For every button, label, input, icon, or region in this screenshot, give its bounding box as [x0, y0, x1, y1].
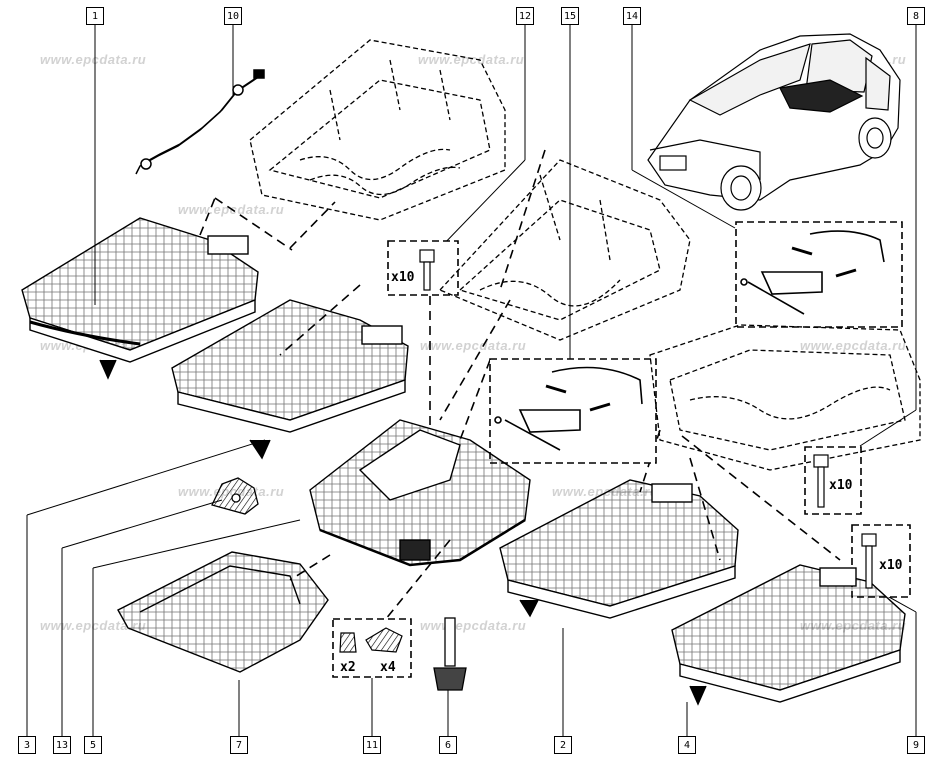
bracket-part-13 — [211, 477, 259, 515]
callout-11[interactable]: 11 — [363, 736, 381, 754]
bolt-icon — [861, 533, 877, 589]
callout-7[interactable]: 7 — [230, 736, 248, 754]
cable-part-10 — [135, 69, 265, 175]
spring-kit-15 — [494, 366, 643, 451]
seat-rail-assembly-middle — [171, 299, 409, 460]
watermark: www.epcdata.ru — [800, 338, 907, 353]
callout-3[interactable]: 3 — [18, 736, 36, 754]
bolt-icon — [813, 454, 829, 508]
seat-frame-outline-right — [649, 324, 921, 471]
spring-kit-box-15 — [489, 358, 657, 464]
quantity-label: x10 — [879, 558, 903, 573]
spring-kit-box-14 — [735, 221, 903, 328]
callout-2[interactable]: 2 — [554, 736, 572, 754]
callout-9[interactable]: 9 — [907, 736, 925, 754]
watermark: www.epcdata.ru — [418, 52, 525, 67]
quantity-label: x4 — [380, 660, 396, 675]
callout-14[interactable]: 14 — [623, 7, 641, 25]
callout-8[interactable]: 8 — [907, 7, 925, 25]
seat-rail-assembly-1 — [21, 217, 259, 380]
seat-rail-assembly-2 — [499, 479, 739, 619]
seat-frame-outline-middle — [438, 159, 691, 341]
callout-1[interactable]: 1 — [86, 7, 104, 25]
callout-12[interactable]: 12 — [516, 7, 534, 25]
callout-13[interactable]: 13 — [53, 736, 71, 754]
callout-4[interactable]: 4 — [678, 736, 696, 754]
bolt-icon — [419, 249, 435, 291]
adjuster-post-6 — [433, 617, 467, 691]
quantity-label: x2 — [340, 660, 356, 675]
seat-frame-outline-top — [249, 39, 506, 221]
car-illustration — [647, 33, 901, 211]
quantity-label: x10 — [391, 270, 415, 285]
spring-kit-14 — [740, 230, 885, 315]
callout-15[interactable]: 15 — [561, 7, 579, 25]
callout-6[interactable]: 6 — [439, 736, 457, 754]
seat-rail-assembly-4 — [671, 564, 906, 706]
watermark: www.epcdata.ru — [40, 52, 147, 67]
bolt-box-12 — [387, 240, 459, 296]
watermark: www.epcdata.ru — [420, 338, 527, 353]
quantity-label: x10 — [829, 478, 853, 493]
seat-base-assembly-5 — [309, 419, 531, 567]
callout-10[interactable]: 10 — [224, 7, 242, 25]
clip-icon — [339, 627, 403, 653]
callout-5[interactable]: 5 — [84, 736, 102, 754]
cover-plate-7 — [117, 551, 329, 673]
